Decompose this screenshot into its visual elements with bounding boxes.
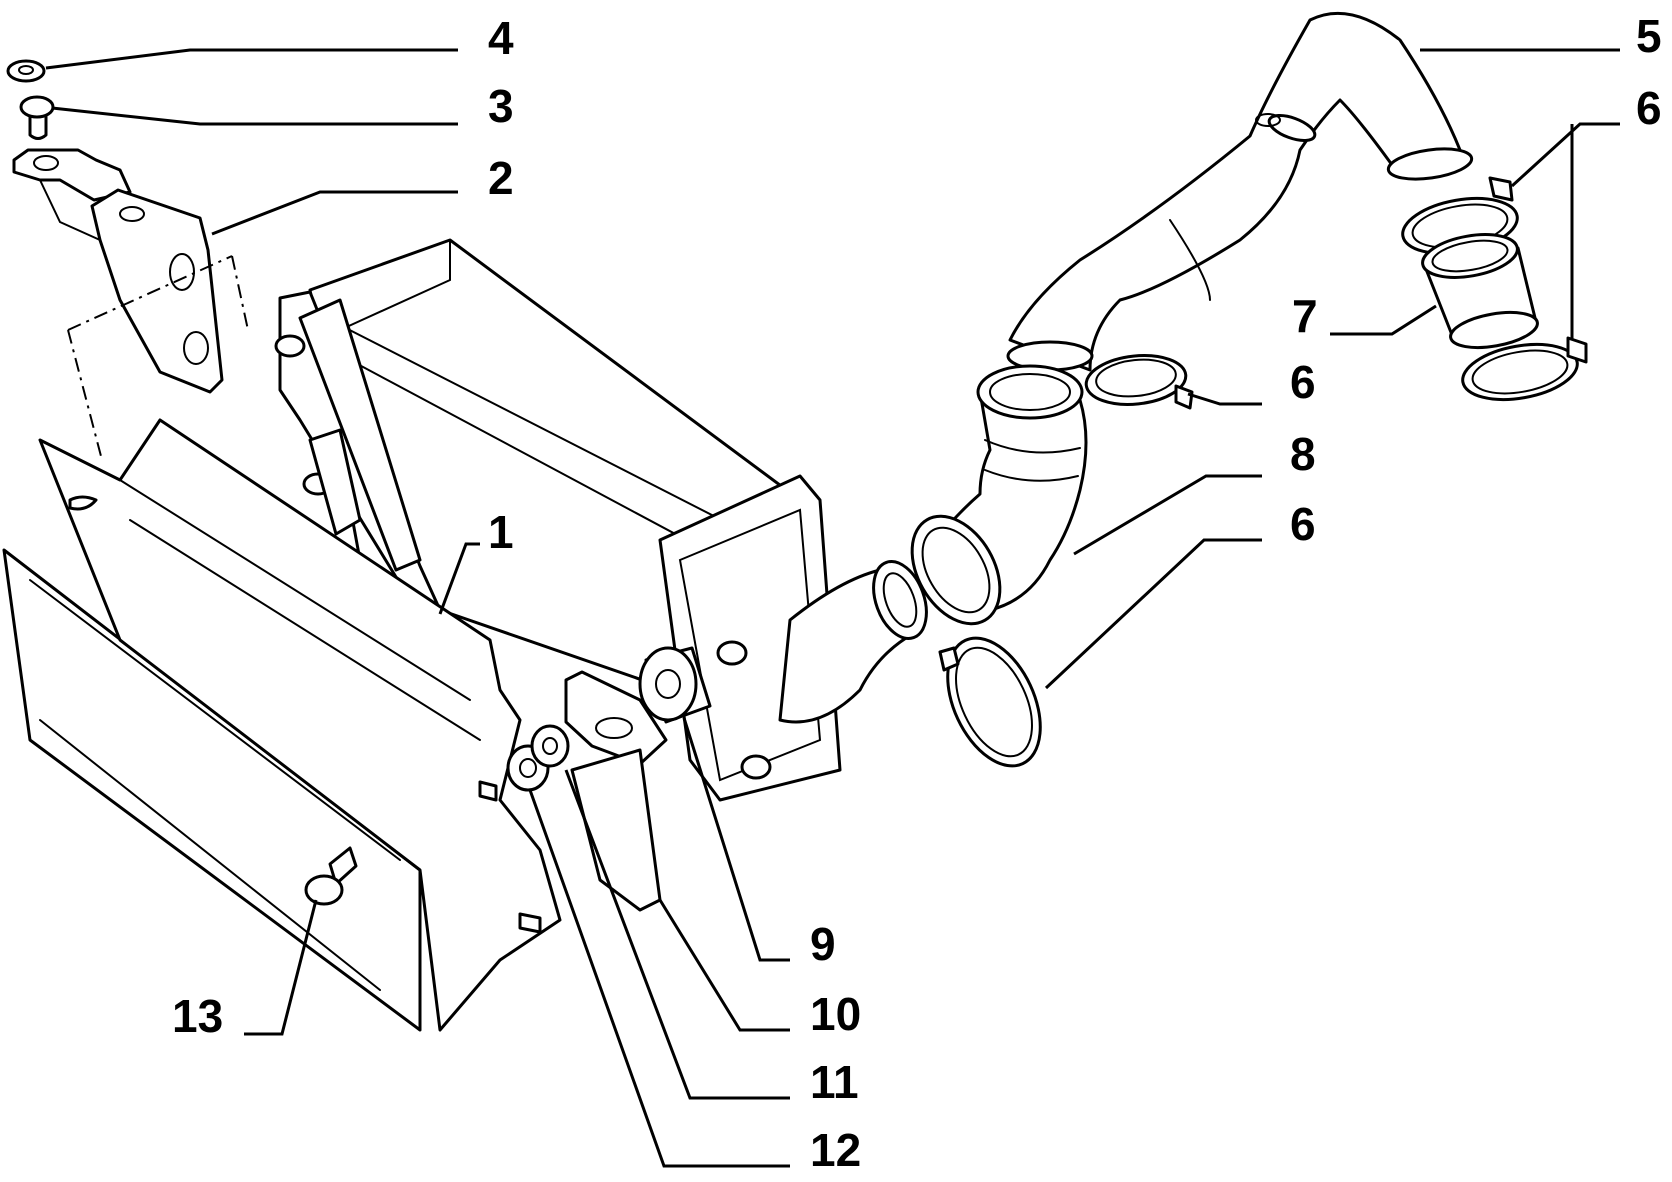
part-5-upper-hose — [1006, 11, 1474, 372]
callout-2: 2 — [488, 152, 514, 204]
part-6-clamp-lower — [938, 636, 1042, 768]
callout-3: 3 — [488, 80, 514, 132]
part-3-bolt — [19, 95, 55, 140]
part-9-bushing — [638, 646, 712, 724]
part-4-washer — [6, 59, 46, 83]
part-8-elbow-hose — [910, 364, 1088, 626]
air-duct-shroud — [2, 418, 562, 1032]
callout-5: 5 — [1636, 10, 1662, 62]
callout-10: 10 — [810, 988, 861, 1040]
callout-6a: 6 — [1636, 82, 1662, 134]
callout-12: 12 — [810, 1124, 861, 1176]
callout-7: 7 — [1292, 290, 1318, 342]
callout-4: 4 — [488, 12, 514, 64]
part-6-clamp-middle — [1084, 354, 1194, 410]
callout-6b: 6 — [1290, 356, 1316, 408]
callout-9: 9 — [810, 918, 836, 970]
part-11-washer — [530, 724, 570, 768]
leader-lines — [45, 48, 1620, 1168]
callout-labels: 4 3 2 1 5 6 7 6 8 6 9 10 11 12 13 — [172, 10, 1662, 1176]
callout-1: 1 — [488, 506, 514, 558]
part-13-bolt — [304, 846, 358, 906]
callout-11: 11 — [810, 1056, 859, 1108]
callout-8: 8 — [1290, 428, 1316, 480]
callout-13: 13 — [172, 990, 223, 1042]
assembly-guide-lines — [67, 255, 249, 461]
part-1-intercooler — [274, 238, 928, 802]
part-6-clamp-right-lower — [1461, 336, 1588, 402]
callout-6c: 6 — [1290, 498, 1316, 550]
part-7-sleeve — [1421, 233, 1539, 350]
part-2-upper-bracket — [12, 148, 224, 394]
part-10-lower-bracket — [564, 670, 668, 912]
